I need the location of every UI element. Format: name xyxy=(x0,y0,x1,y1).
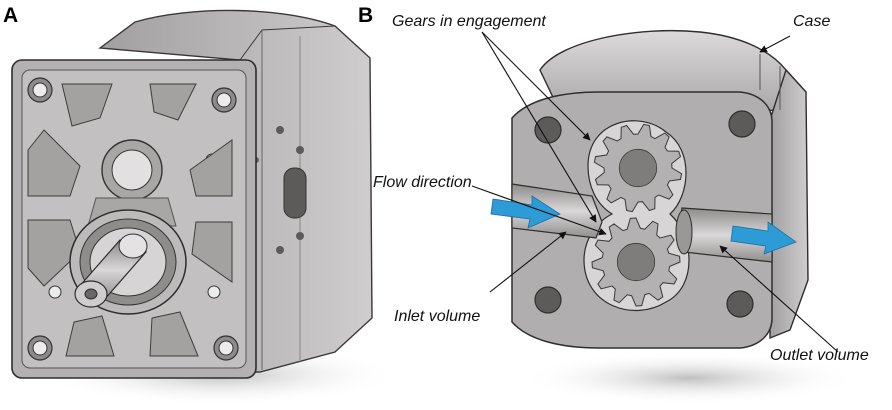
case-step-lines xyxy=(759,54,781,110)
outlet-flow-arrow xyxy=(730,221,797,255)
side-holes xyxy=(253,126,307,254)
outlet-volume-label: Outlet volume xyxy=(770,347,869,364)
outlet-mouth xyxy=(675,209,693,255)
flow-direction-label: Flow direction xyxy=(373,174,472,191)
panel-a-letter: A xyxy=(3,4,18,27)
pump-housing-body xyxy=(98,9,373,373)
panel-a: A xyxy=(3,4,400,405)
upper-boss-hole xyxy=(111,149,153,191)
lower-gear xyxy=(591,217,681,307)
flange-pockets xyxy=(27,83,233,357)
drive-shaft xyxy=(74,233,148,308)
inlet-flow-arrow xyxy=(490,195,561,229)
panel-b-shadow xyxy=(520,352,860,404)
inlet-volume-label: Inlet volume xyxy=(394,308,480,325)
outlet-leader xyxy=(719,245,839,353)
gears-leader-1 xyxy=(481,31,591,141)
bolt-holes xyxy=(27,77,239,361)
gear-hub xyxy=(616,242,656,282)
gear-hub xyxy=(618,148,658,188)
panel-b-letter: B xyxy=(358,4,373,27)
flow-leader xyxy=(471,185,607,236)
panel-b: B xyxy=(358,4,869,404)
case-label: Case xyxy=(793,13,830,30)
callout-leaders xyxy=(471,31,839,353)
gears-in-engagement-label: Gears in engagement xyxy=(392,13,546,30)
inlet-leader xyxy=(489,231,567,293)
case-leader xyxy=(759,35,791,53)
gears-leader-2 xyxy=(481,31,597,223)
section-bolt-holes xyxy=(534,110,756,318)
upper-gear xyxy=(593,123,683,213)
case-right-side xyxy=(769,68,809,340)
